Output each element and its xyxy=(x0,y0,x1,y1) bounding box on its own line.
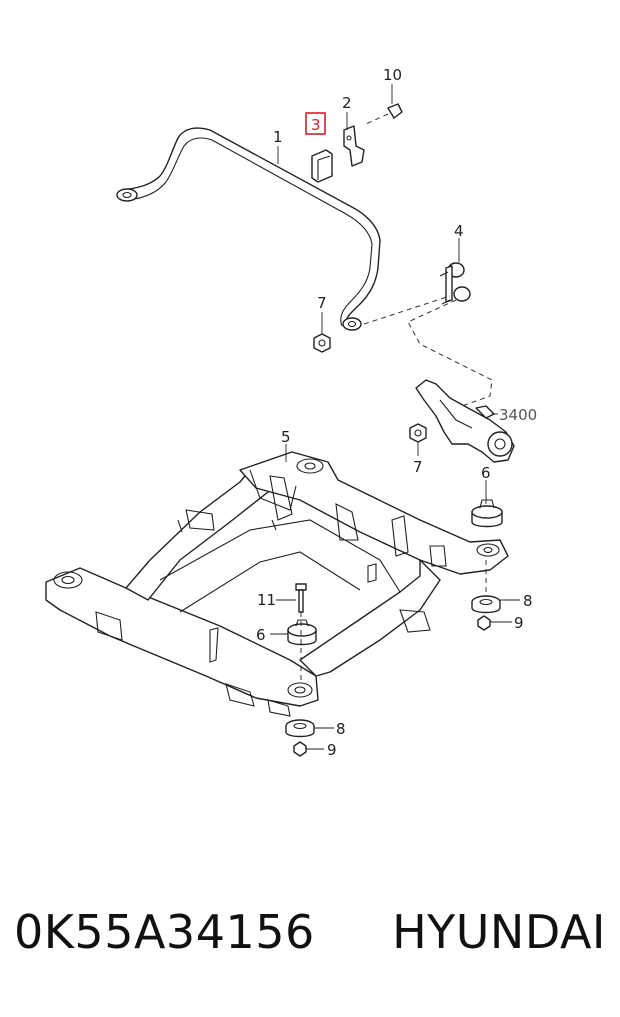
leader-lines xyxy=(270,84,520,750)
washer-part-8-right xyxy=(471,560,501,614)
lower-arm-assembly xyxy=(415,379,515,463)
nut-part-9-bottom xyxy=(293,741,307,757)
callout-5: 5 xyxy=(281,428,291,446)
callout-7-upper: 7 xyxy=(317,294,327,312)
callout-10: 10 xyxy=(383,66,402,84)
mount-part-6-center xyxy=(287,619,317,646)
callout-2: 2 xyxy=(342,94,352,112)
callout-1: 1 xyxy=(273,128,283,146)
callout-8-right: 8 xyxy=(523,592,533,610)
mount-part-6-right xyxy=(471,499,503,528)
bushing-part xyxy=(311,149,333,183)
brand-name: HYUNDAI xyxy=(392,905,606,959)
stabilizer-link xyxy=(439,262,471,305)
callout-3: 3 xyxy=(311,116,321,134)
subframe-crossmember xyxy=(45,451,509,717)
nut-part-9-right xyxy=(477,615,491,631)
callout-4: 4 xyxy=(454,222,464,240)
callout-6-center: 6 xyxy=(256,626,266,644)
callout-9-bottom: 9 xyxy=(327,741,337,759)
callout-7-lower: 7 xyxy=(413,458,423,476)
bracket-part xyxy=(343,125,365,167)
part-number: 0K55A34156 xyxy=(14,905,315,959)
callout-11: 11 xyxy=(257,591,276,609)
nut-part-7-upper xyxy=(313,333,331,353)
callout-3-highlight-box xyxy=(305,112,326,135)
bolt-part-10 xyxy=(365,103,403,125)
callout-6-right: 6 xyxy=(481,464,491,482)
callout-9-right: 9 xyxy=(514,614,524,632)
footer: 0K55A34156 HYUNDAI xyxy=(0,905,620,975)
stabilizer-bar xyxy=(116,127,381,331)
nut-part-7-lower xyxy=(409,423,427,443)
exploded-parts-diagram: 1 2 3 10 4 7 3400 5 7 6 11 8 9 6 8 9 xyxy=(45,66,537,759)
callout-8-bottom: 8 xyxy=(336,720,346,738)
routing-line xyxy=(363,295,493,407)
washer-part-8-bottom xyxy=(285,719,315,738)
bolt-part-11 xyxy=(295,583,307,680)
callout-ref-3400: 3400 xyxy=(499,406,537,424)
